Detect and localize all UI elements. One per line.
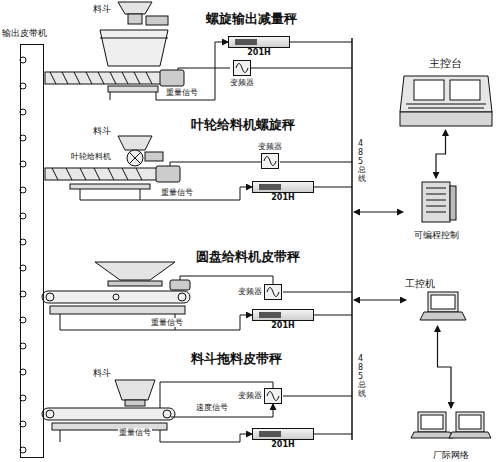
rs485-bus [352, 38, 406, 440]
inverter: 变频器 [258, 142, 282, 169]
controller-201h: 201H [252, 428, 314, 449]
node-label: 201H [271, 440, 294, 449]
part-label: 料斗 [92, 4, 112, 14]
signal-wires [140, 42, 352, 442]
inverter: 变频器 [238, 284, 282, 300]
node-label: 201H [271, 193, 294, 202]
node-label: 变频器 [238, 287, 262, 296]
part-label: 重量信号 [165, 88, 199, 97]
conveyor-band [20, 44, 44, 458]
instrument-box [252, 181, 314, 193]
node-label: 主控台 [429, 58, 462, 71]
node-label: 输出皮带机 [2, 28, 64, 38]
instrument-box [252, 309, 314, 321]
controller-201h: 201H [228, 36, 290, 57]
equipment: 厂际网络 [408, 410, 494, 460]
node-label: 工控机 [405, 278, 435, 290]
station-title: 料斗拖料皮带秤 [190, 352, 283, 367]
part-label: 重量信号 [160, 188, 194, 197]
part-label: 料斗 [92, 368, 112, 378]
inverter-box [233, 60, 251, 76]
display-window [235, 39, 257, 45]
console-picture [400, 76, 492, 126]
inverter-box [264, 388, 282, 404]
sine-symbol [265, 285, 281, 299]
part-label: 叶轮给料机 [70, 152, 112, 161]
screw-loss-scale [45, 2, 184, 100]
controller-201h: 201H [252, 309, 314, 330]
node-label: 变频器 [230, 78, 254, 87]
inverter: 变频器 [230, 60, 254, 87]
part-label: 料斗 [92, 126, 112, 136]
station-title: 螺旋输出减量秤 [205, 12, 298, 27]
part-label: 速度信号 [195, 403, 229, 412]
instrument-box [252, 428, 314, 440]
link-arrow [438, 326, 452, 408]
display-window [259, 184, 281, 190]
node-label: 201H [271, 321, 294, 330]
station-title: 叶轮给料机螺旋秤 [190, 118, 296, 133]
node-label: 201H [247, 48, 270, 57]
sine-symbol [265, 389, 281, 403]
display-window [259, 431, 281, 437]
sine-symbol [262, 154, 278, 168]
node-label: 变频器 [258, 142, 282, 151]
plc-picture [422, 182, 456, 222]
bus-label: 485总线 [357, 140, 367, 184]
station-title: 圆盘给料机皮带秤 [195, 250, 301, 265]
equipment: 可编程控制 [405, 180, 467, 240]
link-arrow [436, 130, 446, 178]
disc-belt-scale [42, 262, 190, 330]
bus-label: 485总线 [357, 355, 367, 399]
equipment: 工控机 [405, 278, 470, 324]
inverter: 变频器 [238, 388, 282, 404]
inverter-box [264, 284, 282, 300]
ipc-picture [420, 292, 466, 320]
part-label: 重量信号 [118, 428, 152, 437]
hopper-drag-belt-scale [42, 380, 175, 442]
instrument-box [228, 36, 290, 48]
output-conveyor: 输出皮带机 [2, 28, 64, 458]
inverter-box [261, 153, 279, 169]
controller-201h: 201H [252, 181, 314, 202]
sine-symbol [234, 61, 250, 75]
part-label: 重量信号 [150, 318, 184, 327]
display-window [259, 312, 281, 318]
node-label: 厂际网络 [433, 450, 469, 460]
network-picture [411, 412, 491, 438]
node-label: 可编程控制 [414, 230, 459, 240]
node-label: 变频器 [238, 391, 262, 400]
equipment: 主控台 [398, 58, 493, 128]
